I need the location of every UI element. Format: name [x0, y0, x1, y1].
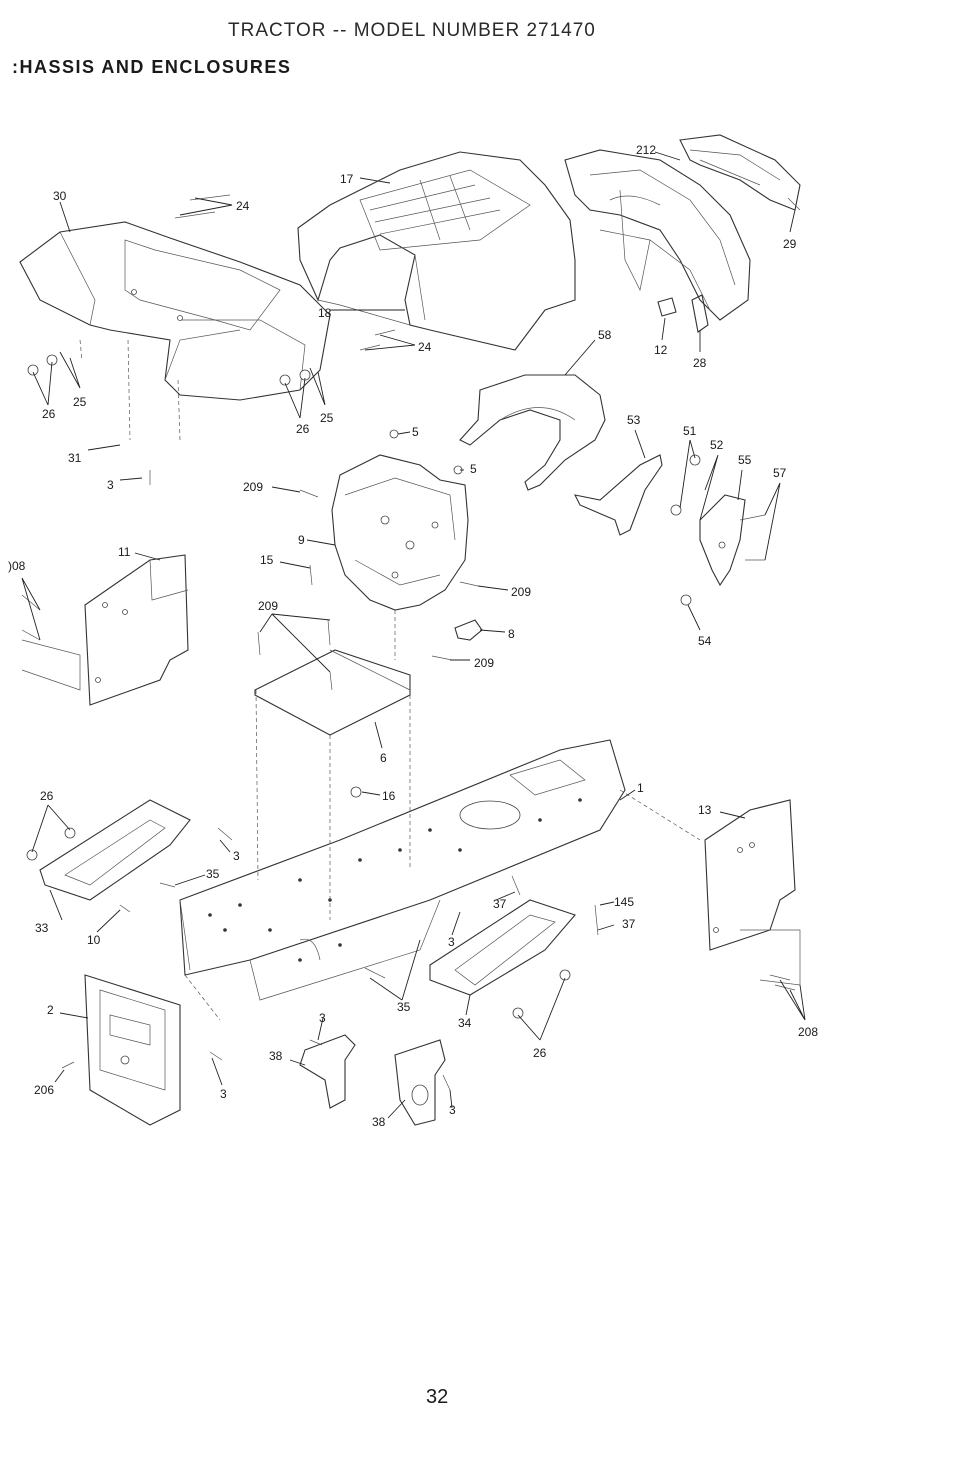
rear-fender-part-30: [19, 221, 331, 441]
callout-labels: 30 24 17 212 29 18 24 58 12 28 26 25 26 …: [8, 143, 818, 1129]
bracket-part-28: [691, 294, 709, 333]
callout-35: 35: [397, 1000, 411, 1014]
callout-206: 206: [34, 1083, 54, 1097]
callout-37: 37: [493, 897, 507, 911]
callout-17: 17: [340, 172, 354, 186]
side-panel-part-11: [21, 554, 189, 706]
callout-3: 3: [449, 1103, 456, 1117]
callout-11: 11: [118, 545, 131, 559]
callout-25: 25: [320, 411, 334, 425]
callout-212: 212: [636, 143, 656, 157]
frame-holes: [208, 798, 582, 962]
callout-38: 38: [372, 1115, 386, 1129]
callout-1: 1: [637, 781, 644, 795]
grille-part-212: [564, 134, 801, 321]
callout-54: 54: [698, 634, 712, 648]
callout-13: 13: [698, 803, 712, 817]
callout-2: 2: [47, 1003, 54, 1017]
bracket-part-38-left: [299, 1034, 356, 1109]
callout-26: 26: [533, 1046, 547, 1060]
callout-28: 28: [693, 356, 707, 370]
callout-6: 6: [380, 751, 387, 765]
callout-35: 35: [206, 867, 220, 881]
callout-209: 209: [258, 599, 278, 613]
callout-38: 38: [269, 1049, 283, 1063]
bracket-part-38-right: [394, 1039, 446, 1126]
callout-209: 209: [474, 656, 494, 670]
callout-5: 5: [470, 462, 477, 476]
clip-part-8: [454, 619, 483, 641]
page-title: TRACTOR -- MODEL NUMBER 271470: [228, 20, 596, 41]
callout-30: 30: [53, 189, 67, 203]
assembly-lines: [184, 610, 701, 1021]
callout-145: 145: [614, 895, 634, 909]
dashboard-part-9: [331, 454, 469, 611]
callout-9: 9: [298, 533, 305, 547]
page-number: 32: [426, 1386, 449, 1408]
callout-5: 5: [412, 425, 419, 439]
footrest-part-33: [39, 799, 191, 901]
callout-3: 3: [220, 1087, 227, 1101]
callout-26: 26: [296, 422, 310, 436]
hood-part-17: [297, 151, 576, 351]
callout-34: 34: [458, 1016, 472, 1030]
bracket-part-53: [574, 454, 663, 536]
callout-18: 18: [318, 306, 332, 320]
callout-31: 31: [68, 451, 82, 465]
callout-10: 10: [87, 933, 101, 947]
callout-53: 53: [627, 413, 641, 427]
callout-24: 24: [236, 199, 250, 213]
callout-33: 33: [35, 921, 49, 935]
callout-3: 3: [233, 849, 240, 863]
callout-26: 26: [42, 407, 56, 421]
callout-37: 37: [622, 917, 636, 931]
callout-29: 29: [783, 237, 797, 251]
callout-209: 209: [511, 585, 531, 599]
callout-57: 57: [773, 466, 787, 480]
floor-plate-part-6: [254, 649, 411, 736]
callout-26: 26: [40, 789, 54, 803]
main-frame-part-1: [179, 739, 626, 1001]
callout-25: 25: [73, 395, 87, 409]
callout-16: 16: [382, 789, 396, 803]
grommet-part-16: [350, 786, 362, 798]
footrest-part-34: [429, 899, 576, 996]
section-title: :HASSIS AND ENCLOSURES: [12, 57, 292, 77]
callout-12: 12: [654, 343, 668, 357]
callout-52: 52: [710, 438, 724, 452]
callout-55: 55: [738, 453, 752, 467]
callout-3: 3: [448, 935, 455, 949]
dash-panel-part-58: [459, 374, 606, 491]
callout-3: 3: [107, 478, 114, 492]
leader-lines: [21, 151, 806, 1119]
callout-51: 51: [683, 424, 697, 438]
bracket-part-55: [699, 494, 746, 587]
lens-part-12: [657, 297, 677, 317]
front-plate-part-2: [84, 974, 181, 1126]
callout-209: 209: [243, 480, 263, 494]
callout-58: 58: [598, 328, 612, 342]
callout-208: )08: [8, 559, 26, 573]
hardware-fasteners: [21, 194, 796, 1091]
side-panel-part-13: [704, 799, 801, 986]
callout-208: 208: [798, 1025, 818, 1039]
callout-8: 8: [508, 627, 515, 641]
callout-3: 3: [319, 1011, 326, 1025]
callout-15: 15: [260, 553, 274, 567]
callout-24: 24: [418, 340, 432, 354]
